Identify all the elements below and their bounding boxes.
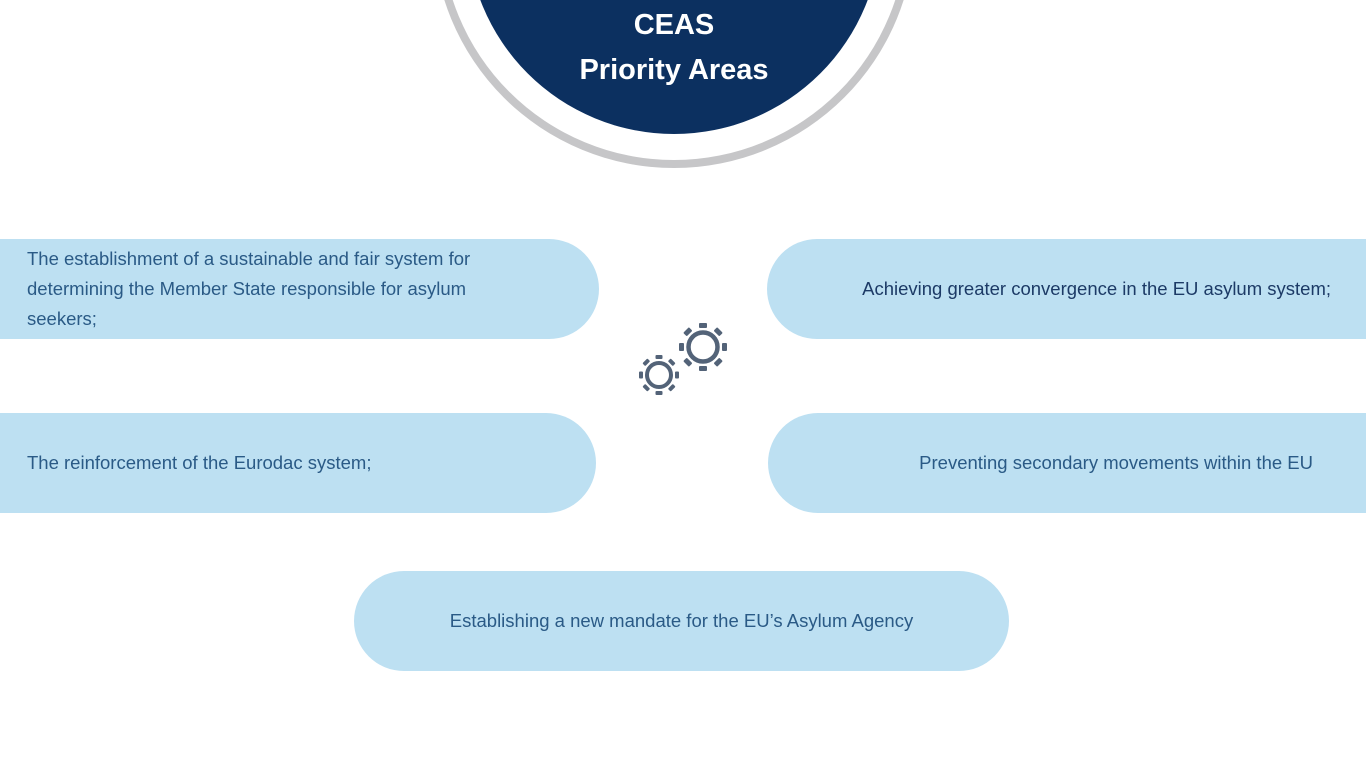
header-title-line2: Priority Areas <box>579 54 769 86</box>
gears-icon <box>639 323 727 395</box>
priority-item-5: Establishing a new mandate for the EU’s … <box>354 571 1009 671</box>
priority-item-3: The reinforcement of the Eurodac system; <box>0 413 596 513</box>
gear-tooth <box>699 323 707 328</box>
priority-item-text: Establishing a new mandate for the EU’s … <box>449 610 914 631</box>
priority-item-text: The establishment of a sustainable and f… <box>27 248 471 329</box>
gear-tooth <box>714 327 723 336</box>
gear-tooth <box>714 358 723 367</box>
priority-item-text: Achieving greater convergence in the EU … <box>862 278 1331 299</box>
gear-tooth <box>642 384 650 392</box>
gear-tooth <box>675 371 679 379</box>
gear-tooth <box>699 366 707 371</box>
gear-tooth <box>679 343 684 351</box>
priority-item-1: The establishment of a sustainable and f… <box>0 239 599 339</box>
gear-tooth <box>722 343 727 351</box>
gear-tooth <box>683 327 692 336</box>
gear-tooth <box>655 391 663 395</box>
priority-item-4: Preventing secondary movements within th… <box>768 413 1366 513</box>
gear-tooth <box>639 371 643 379</box>
priority-item-text: The reinforcement of the Eurodac system; <box>27 452 372 473</box>
header-title-line1: CEAS <box>633 9 715 41</box>
gear-tooth <box>655 355 663 359</box>
gear-tooth <box>642 358 650 366</box>
priority-item-text: Preventing secondary movements within th… <box>919 452 1313 473</box>
gear-tooth <box>683 358 692 367</box>
gear-tooth <box>668 384 676 392</box>
priority-item-2: Achieving greater convergence in the EU … <box>767 239 1366 339</box>
gear-tooth <box>668 358 676 366</box>
